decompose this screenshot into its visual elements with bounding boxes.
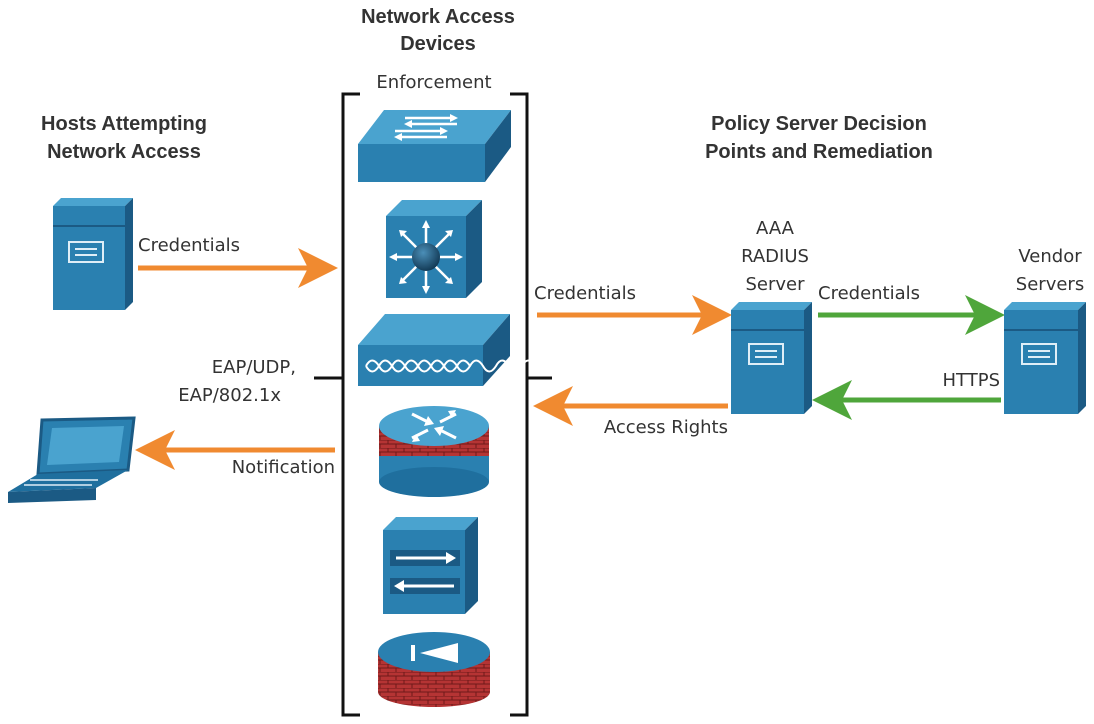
enforcement-label: Enforcement (376, 72, 491, 93)
policy-heading-line2: Points and Remediation (705, 141, 933, 163)
content-switch-icon (383, 517, 478, 614)
eap-label-line1: EAP/UDP, (212, 357, 296, 378)
enforcement-bracket (314, 92, 552, 717)
credentials-label-to-aaa: Credentials (534, 283, 636, 304)
switch-icon (358, 110, 511, 182)
wireless-controller-icon (358, 314, 601, 386)
eap-label-line2: EAP/802.1x (178, 385, 281, 406)
aaa-label-line2: RADIUS (741, 246, 809, 267)
hosts-heading-line1: Hosts Attempting (41, 113, 207, 135)
asa-firewall-icon (378, 632, 490, 707)
laptop-icon (8, 416, 136, 503)
server-icon (1004, 302, 1086, 414)
credentials-label-host: Credentials (138, 235, 240, 256)
aaa-label-line1: AAA (756, 218, 795, 239)
nad-heading-line1: Network Access (361, 6, 515, 28)
https-label: HTTPS (943, 370, 1001, 391)
hosts-heading-line2: Network Access (47, 141, 201, 163)
layer3-switch-icon (386, 200, 482, 298)
credentials-label-to-vendor: Credentials (818, 283, 920, 304)
vendor-label-line2: Servers (1016, 274, 1084, 295)
server-icon (731, 302, 812, 414)
firewall-router-icon (379, 406, 489, 497)
server-icon (53, 198, 133, 310)
vendor-label-line1: Vendor (1018, 246, 1082, 267)
policy-heading-line1: Policy Server Decision (711, 113, 927, 135)
access-rights-label: Access Rights (604, 417, 728, 438)
notification-label: Notification (232, 457, 335, 478)
nad-heading-line2: Devices (400, 33, 476, 55)
aaa-label-line3: Server (745, 274, 805, 295)
